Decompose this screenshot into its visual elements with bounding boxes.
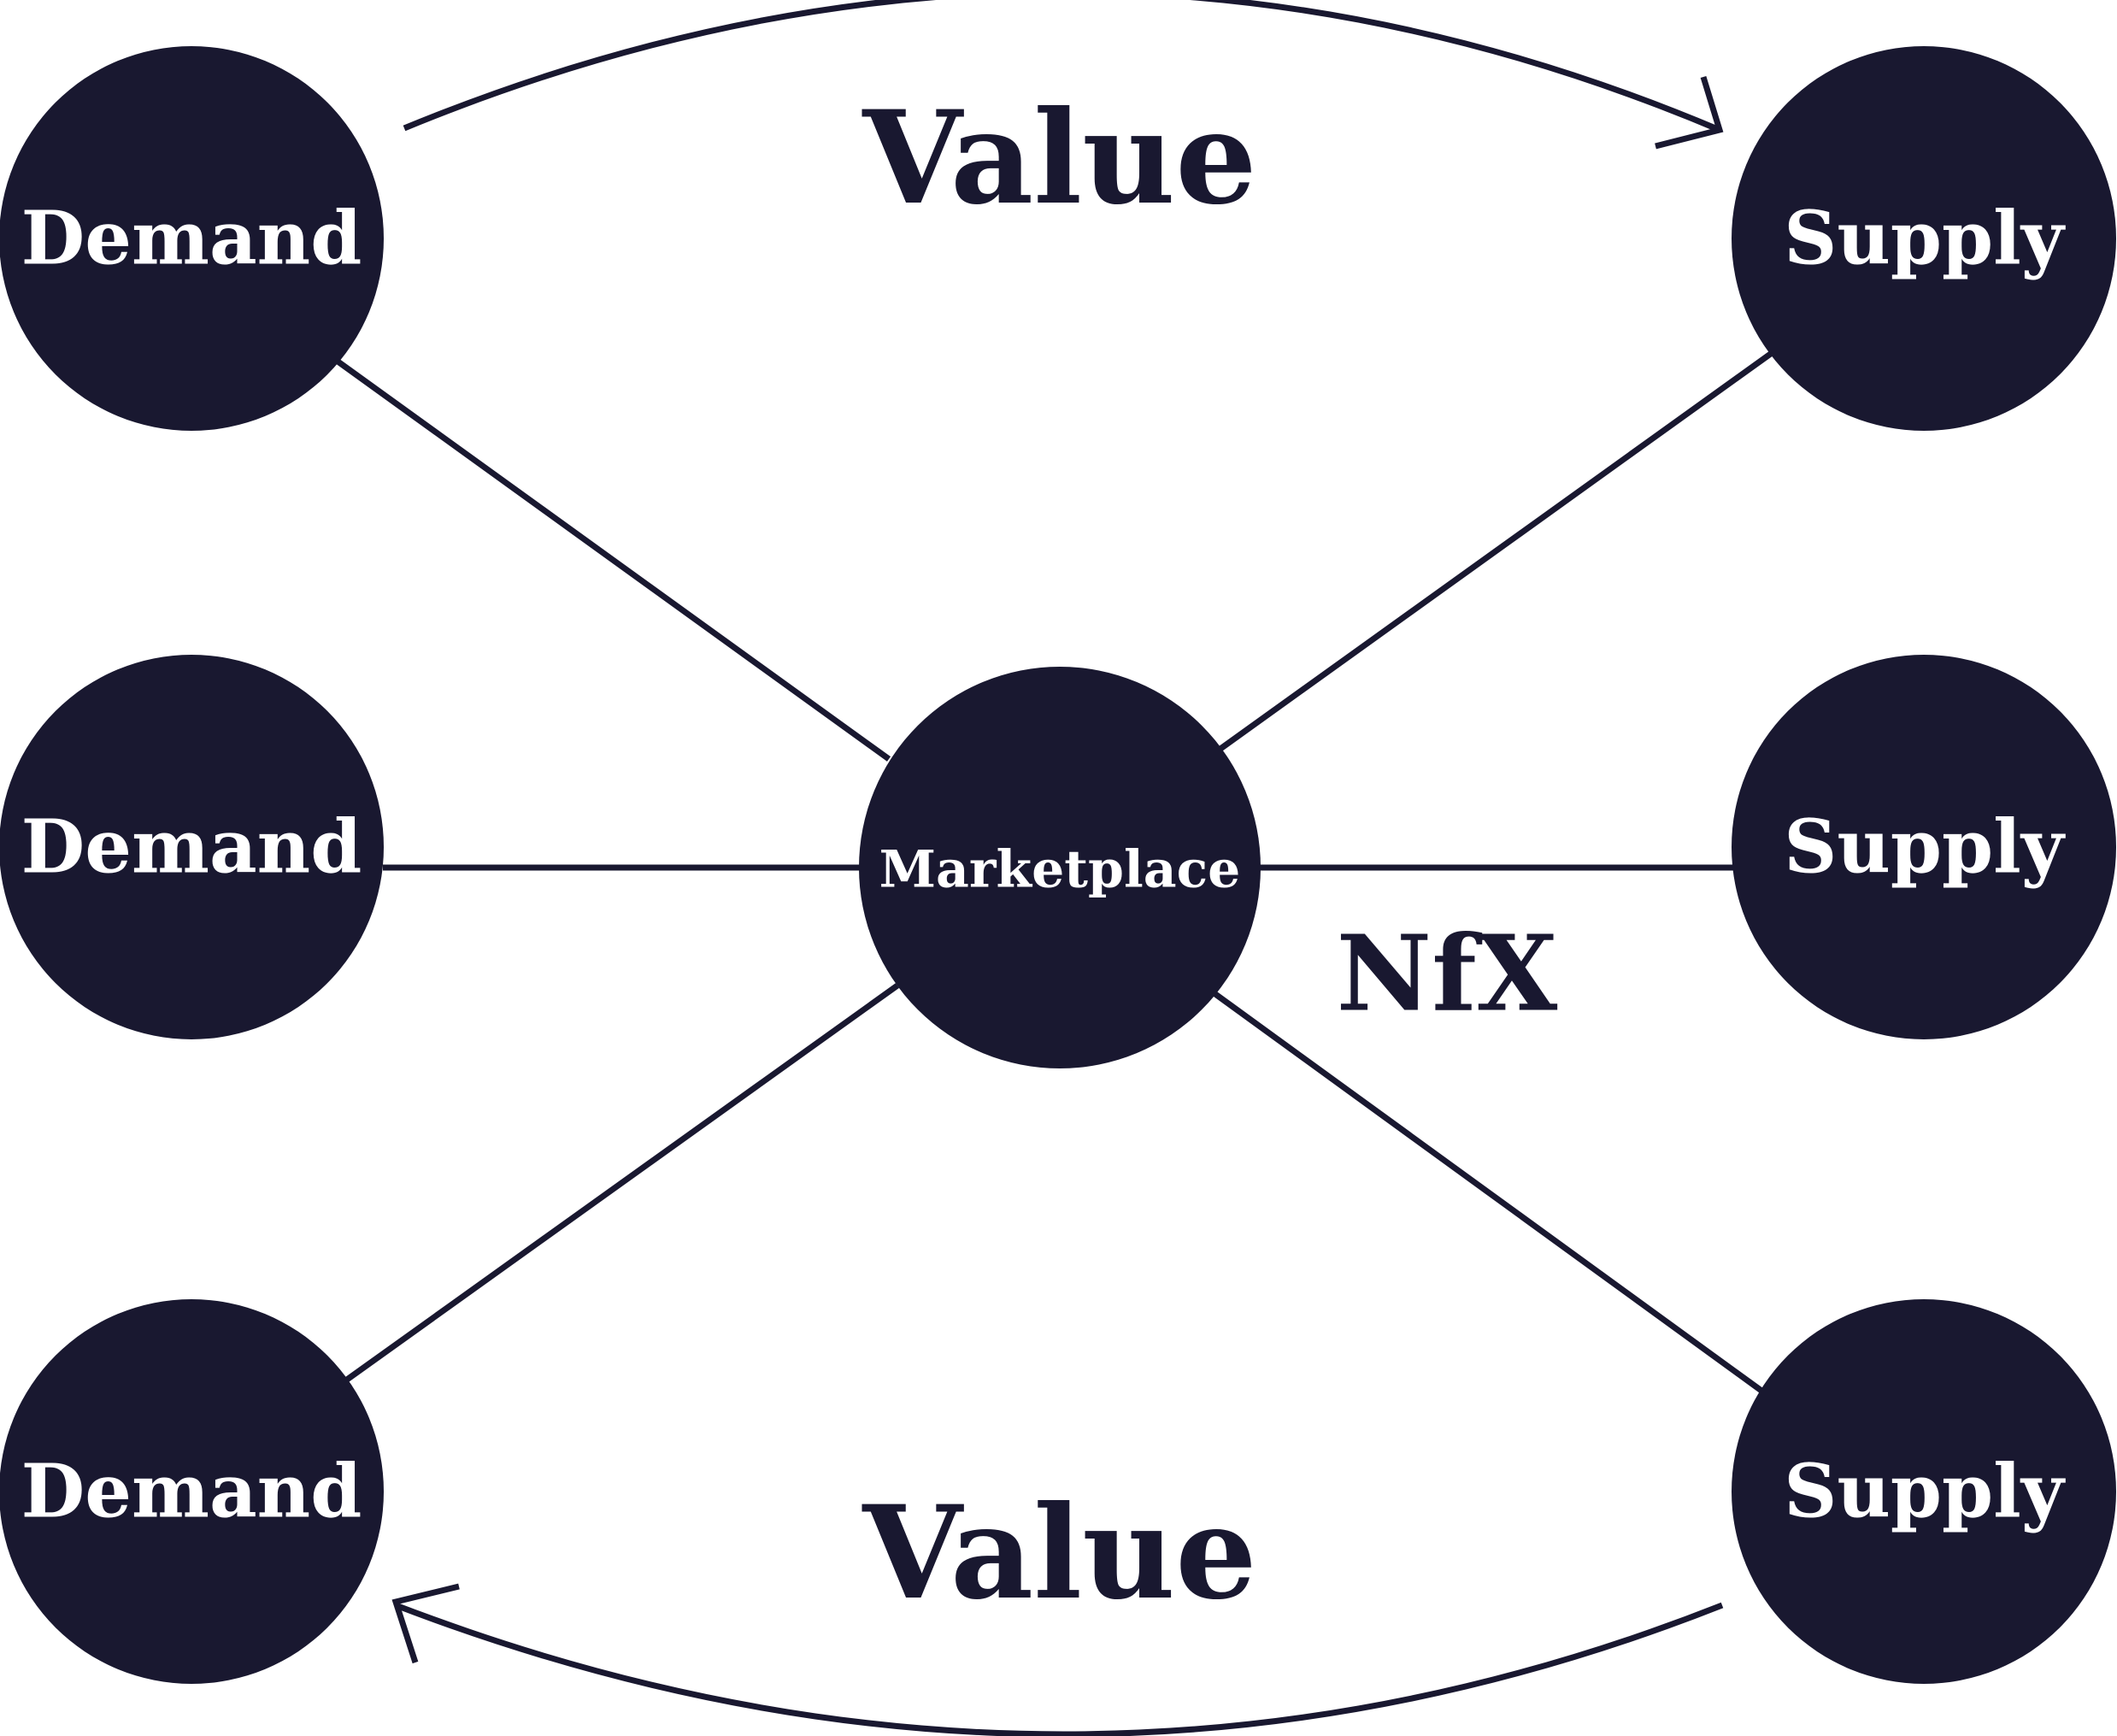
demand-node-top: Demand	[0, 46, 384, 431]
arrow-head-top-icon	[1655, 75, 1724, 150]
edge-demand-bottom-to-marketplace	[344, 983, 900, 1382]
edge-demand-top-to-marketplace	[334, 358, 891, 762]
value-arrow-bottom	[391, 1583, 1724, 1736]
value-label-top: Value	[862, 83, 1256, 233]
supply-node-middle-label: Supply	[1784, 804, 2067, 891]
edge-supply-top-to-marketplace	[1218, 350, 1774, 751]
demand-node-middle-label: Demand	[21, 804, 362, 891]
demand-node-bottom-label: Demand	[21, 1449, 362, 1535]
connector-lines	[334, 350, 1774, 1393]
edge-supply-bottom-to-marketplace	[1213, 992, 1764, 1393]
value-label-bottom: Value	[862, 1478, 1256, 1628]
arc-demand-to-supply	[403, 0, 1721, 133]
value-arrow-top	[403, 0, 1724, 150]
supply-node-bottom: Supply	[1732, 1299, 2116, 1684]
demand-node-top-label: Demand	[21, 196, 362, 282]
demand-node-bottom: Demand	[0, 1299, 384, 1684]
supply-node-bottom-label: Supply	[1784, 1449, 2067, 1535]
arc-supply-to-demand	[394, 1602, 1724, 1736]
marketplace-node-label: Marketplace	[879, 840, 1241, 900]
nfx-logo: NfX	[1337, 912, 1558, 1035]
supply-node-top: Supply	[1732, 46, 2116, 431]
demand-node-middle: Demand	[0, 655, 384, 1039]
arrow-head-bottom-icon	[391, 1583, 460, 1664]
supply-node-middle: Supply	[1732, 655, 2116, 1039]
marketplace-node: Marketplace	[859, 667, 1261, 1068]
supply-node-top-label: Supply	[1784, 196, 2067, 282]
